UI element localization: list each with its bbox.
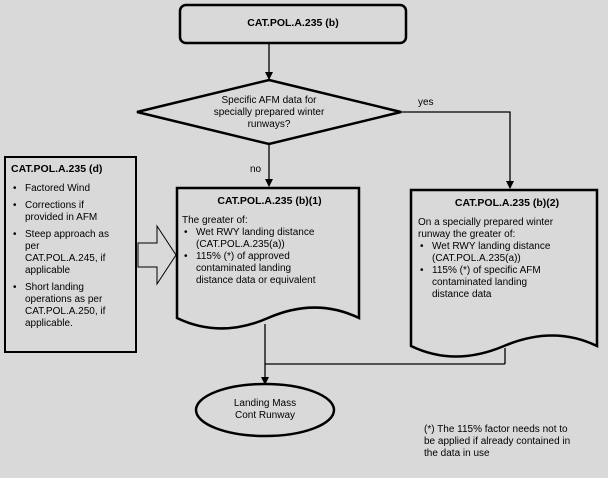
- side-item-3: Short landing operations as per CAT.POL.…: [11, 282, 133, 330]
- box-b2: CAT.POL.A.235 (b)(2) On a specially prep…: [418, 197, 596, 301]
- side-item-1: Corrections if provided in AFM: [11, 200, 133, 224]
- block-arrow: [137, 224, 177, 286]
- box-b2-intro: On a specially prepared winter runway th…: [418, 217, 554, 240]
- end-ellipse: [194, 382, 336, 438]
- box-b1-title: CAT.POL.A.235 (b)(1): [217, 195, 322, 207]
- side-box-title: CAT.POL.A.235 (d): [11, 163, 103, 175]
- box-b1-intro: The greater of:: [182, 215, 248, 226]
- start-box: [178, 3, 408, 45]
- box-b1-item-0: Wet RWY landing distance (CAT.POL.A.235(…: [182, 227, 357, 251]
- decision-label: Specific AFM data for specially prepared…: [213, 95, 325, 130]
- box-b2-title: CAT.POL.A.235 (b)(2): [454, 197, 560, 209]
- side-item-0: Factored Wind: [11, 183, 133, 195]
- start-label: CAT.POL.A.235 (b): [247, 17, 339, 29]
- footnote: (*) The 115% factor needs not to be appl…: [424, 424, 571, 459]
- side-box: CAT.POL.A.235 (d) Factored Wind Correcti…: [11, 163, 133, 330]
- yes-arrow: [401, 111, 514, 189]
- box-b1: CAT.POL.A.235 (b)(1) The greater of: Wet…: [182, 195, 357, 287]
- box-b2-item-0: Wet RWY landing distance (CAT.POL.A.235(…: [418, 241, 596, 265]
- side-item-2: Steep approach as per CAT.POL.A.245, if …: [11, 229, 133, 277]
- end-label: Landing Mass Cont Runway: [233, 398, 297, 421]
- box-b2-item-1: 115% (*) of specific AFM contaminated la…: [418, 265, 596, 301]
- box-b1-item-1: 115% (*) of approved contaminated landin…: [182, 251, 357, 287]
- yes-label: yes: [418, 97, 434, 108]
- no-label: no: [250, 164, 262, 175]
